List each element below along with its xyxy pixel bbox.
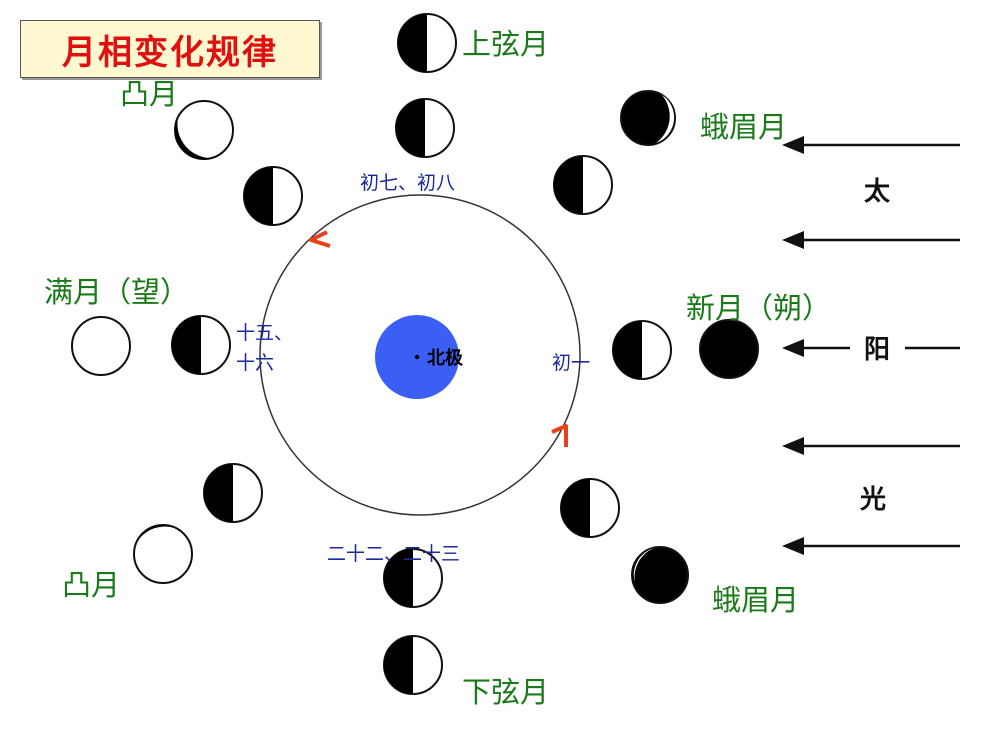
label-day22-23: 二十二、二十三 [327, 543, 460, 565]
sunlight-char-3: 光 [859, 485, 886, 515]
label-day15-16-line2: 十六 [236, 352, 274, 374]
label-waxing-crescent-bottom: 蛾眉月 [712, 583, 799, 617]
first-quarter-moon [397, 13, 457, 73]
label-waning-gibbous-bottom: 凸月 [62, 568, 120, 602]
sunlight-arrowhead [782, 537, 804, 555]
sunlight-arrowhead [782, 339, 804, 357]
orbit-direction-arrow-top [309, 230, 331, 248]
sunlight-char-1: 太 [864, 177, 891, 207]
north-pole-dot [414, 354, 420, 360]
moon-orbit [259, 194, 581, 516]
label-day1: 初一 [552, 352, 590, 374]
label-first-quarter: 上弦月 [462, 27, 549, 61]
inner-moon-ne [553, 155, 613, 215]
label-full-moon: 满月（望） [44, 275, 189, 309]
inner-moon-nw [243, 166, 303, 226]
label-day15-16-line1: 十五、 [236, 322, 293, 344]
full-moon [71, 316, 131, 376]
label-last-quarter: 下弦月 [462, 675, 549, 709]
new-moon [699, 319, 759, 379]
waning-gibbous-moon-top [174, 100, 234, 160]
waxing-crescent-moon-top [620, 90, 676, 146]
sunlight-arrowhead [782, 231, 804, 249]
waxing-crescent-moon-bottom [631, 546, 689, 604]
inner-moon-day22-23 [383, 548, 443, 608]
inner-moon-day1 [612, 320, 672, 380]
sunlight-arrowhead [782, 437, 804, 455]
waning-gibbous-moon-bottom [133, 524, 193, 584]
label-day7-8: 初七、初八 [360, 172, 455, 194]
sunlight-arrows [800, 143, 960, 548]
sunlight-arrowhead [782, 136, 804, 154]
label-waning-gibbous-top: 凸月 [120, 77, 178, 111]
sunlight-char-2: 阳 [864, 335, 890, 365]
label-new-moon: 新月（朔） [686, 291, 831, 325]
inner-moon-se [560, 478, 620, 538]
label-waxing-crescent-top: 蛾眉月 [700, 110, 787, 144]
north-pole-label: 北极 [427, 348, 464, 369]
inner-moon-day7-8 [395, 98, 455, 158]
inner-moon-sw [203, 463, 263, 523]
last-quarter-moon [383, 635, 443, 695]
title: 月相变化规律 [20, 20, 320, 78]
inner-moon-day15-16 [171, 315, 231, 375]
orbit-direction-arrow-bottom [551, 424, 568, 447]
